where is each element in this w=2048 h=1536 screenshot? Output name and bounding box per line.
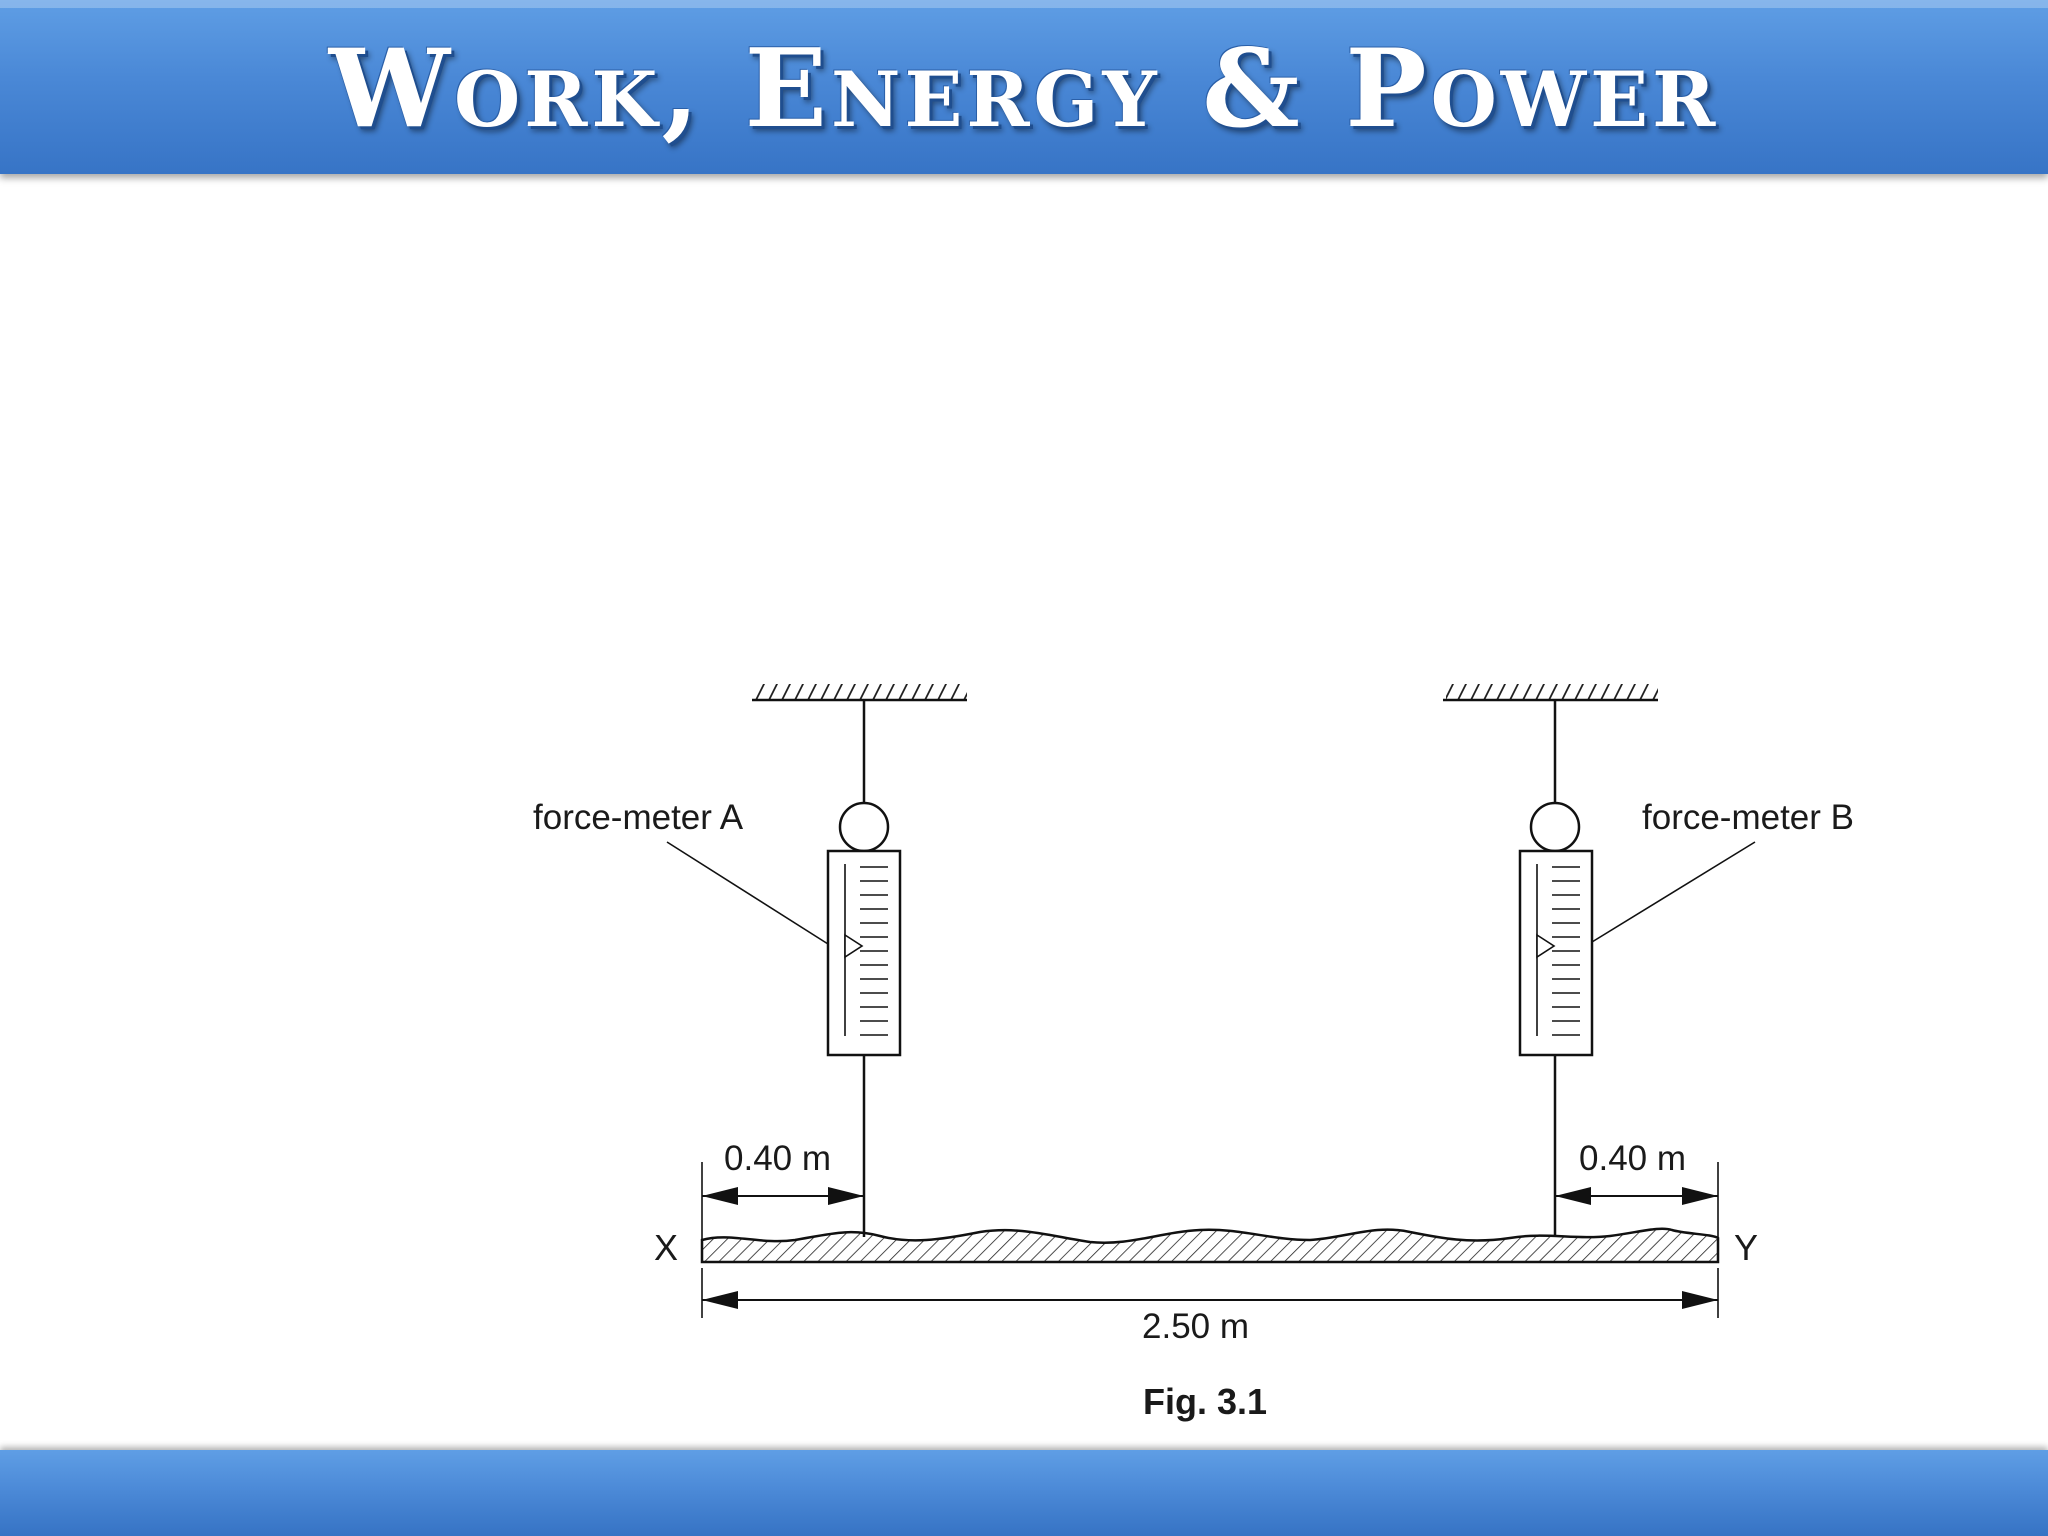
leader-line-a [666, 841, 829, 945]
label-end-x: X [654, 1227, 678, 1268]
dimension-left [701, 1162, 864, 1240]
footer-bar [0, 1450, 2048, 1536]
force-meter-a [826, 801, 902, 1237]
figure-caption: Fig. 3.1 [1143, 1381, 1267, 1422]
label-end-y: Y [1734, 1227, 1758, 1268]
leader-line-b [1591, 841, 1756, 943]
label-force-meter-b: force-meter B [1642, 798, 1854, 837]
slide-title: Work, Energy & Power [328, 26, 1720, 152]
label-dim-right: 0.40 m [1579, 1139, 1686, 1178]
plank-xy [700, 1227, 1720, 1264]
label-force-meter-a: force-meter A [533, 798, 744, 837]
label-dim-left: 0.40 m [724, 1139, 831, 1178]
dimension-total [701, 1268, 1719, 1318]
ceiling-support-a [752, 684, 967, 803]
dimension-right [1555, 1162, 1719, 1240]
label-dim-total: 2.50 m [1142, 1307, 1249, 1346]
ceiling-support-b [1443, 684, 1658, 803]
force-meter-b [1518, 801, 1594, 1237]
title-bar: Work, Energy & Power [0, 0, 2048, 174]
